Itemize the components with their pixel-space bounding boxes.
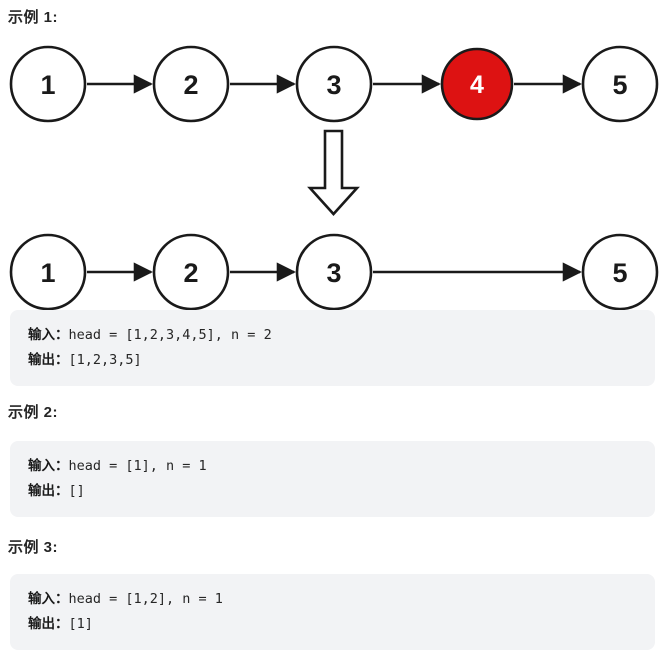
- example-1-input-line: 输入：head = [1,2,3,4,5], n = 2: [28, 323, 639, 348]
- node-value-label: 1: [40, 258, 55, 288]
- input-value: head = [1,2,3,4,5], n = 2: [68, 327, 272, 343]
- list-node: [152, 45, 230, 123]
- example-2-io-block: 输入：head = [1], n = 1 输出：[]: [10, 441, 655, 517]
- list-node: [581, 233, 659, 311]
- node-value-label: 5: [612, 70, 627, 100]
- example-3-input-line: 输入：head = [1,2], n = 1: [28, 587, 639, 612]
- list-node: [9, 233, 87, 311]
- example-3-heading: 示例 3:: [8, 539, 59, 556]
- after-list: 1 2 3 5: [9, 233, 659, 311]
- input-value: head = [1], n = 1: [68, 458, 207, 474]
- example-1-output-line: 输出：[1,2,3,5]: [28, 348, 639, 373]
- node-value-label: 1: [40, 70, 55, 100]
- input-label: 输入：: [28, 327, 69, 343]
- node-value-label: 2: [183, 70, 198, 100]
- output-value: []: [68, 483, 85, 499]
- example-1-heading: 示例 1:: [8, 9, 59, 26]
- linked-list-diagram: 1 2 3 4 5 1 2 3 5: [9, 45, 659, 311]
- list-node: [152, 233, 230, 311]
- list-node: [581, 45, 659, 123]
- input-value: head = [1,2], n = 1: [68, 591, 223, 607]
- input-label: 输入：: [28, 458, 69, 474]
- example-2-input-line: 输入：head = [1], n = 1: [28, 454, 639, 479]
- example-3-io-block: 输入：head = [1,2], n = 1 输出：[1]: [10, 574, 655, 650]
- node-value-label: 3: [326, 258, 341, 288]
- transform-down-arrow-icon: [307, 129, 360, 216]
- input-label: 输入：: [28, 591, 69, 607]
- example-1-io-block: 输入：head = [1,2,3,4,5], n = 2 输出：[1,2,3,5…: [10, 310, 655, 386]
- list-node-highlighted: [440, 47, 514, 121]
- output-value: [1]: [68, 616, 93, 632]
- node-value-label: 2: [183, 258, 198, 288]
- example-3-output-line: 输出：[1]: [28, 612, 639, 637]
- output-label: 输出：: [28, 483, 69, 499]
- example-2-output-line: 输出：[]: [28, 479, 639, 504]
- before-list: 1 2 3 4 5: [9, 45, 659, 123]
- node-value-label: 4: [470, 71, 484, 99]
- output-label: 输出：: [28, 352, 69, 368]
- output-value: [1,2,3,5]: [68, 352, 142, 368]
- output-label: 输出：: [28, 616, 69, 632]
- node-value-label: 3: [326, 70, 341, 100]
- list-node: [295, 233, 373, 311]
- list-node: [9, 45, 87, 123]
- example-2-heading: 示例 2:: [8, 404, 59, 421]
- list-node: [295, 45, 373, 123]
- node-value-label: 5: [612, 258, 627, 288]
